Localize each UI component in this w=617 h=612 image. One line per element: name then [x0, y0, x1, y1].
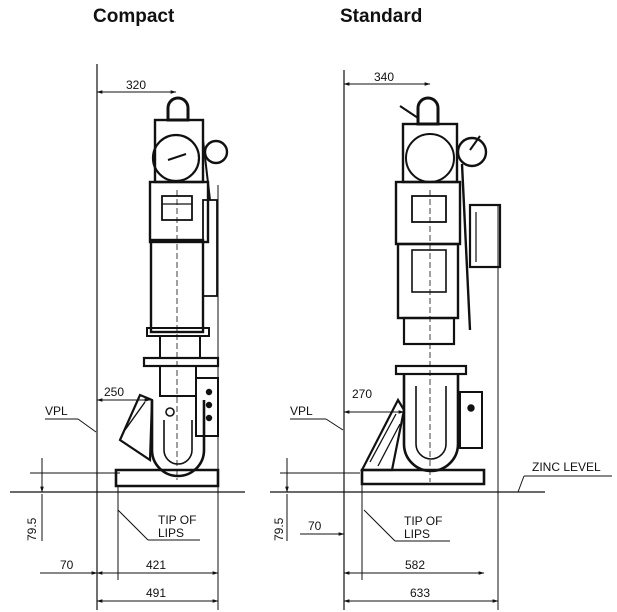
compact-drawing: [10, 64, 245, 610]
standard-dim-inner: 582: [405, 558, 425, 572]
compact-tip-label-1: TIP OF: [158, 513, 196, 527]
standard-dim-offset: 70: [308, 519, 322, 533]
standard-dim-mid: 270: [352, 387, 372, 401]
standard-dimensions: [285, 82, 612, 603]
standard-vpl-label: VPL: [290, 404, 313, 418]
compact-dim-outer: 491: [146, 586, 166, 600]
compact-dim-labels: 320 250 79.5 70 421 491 VPL TIP OF LIPS: [25, 78, 196, 600]
standard-dim-top: 340: [374, 70, 394, 84]
compact-title: Compact: [93, 6, 175, 27]
compact-dim-mid: 250: [104, 385, 124, 399]
compact-tip-label-2: LIPS: [158, 526, 184, 540]
compact-dim-height: 79.5: [25, 517, 39, 541]
standard-title: Standard: [340, 6, 423, 27]
standard-drawing: [270, 70, 545, 610]
standard-tip-label-2: LIPS: [404, 527, 430, 541]
compact-dim-inner: 421: [146, 558, 166, 572]
standard-tip-label-1: TIP OF: [404, 514, 442, 528]
compact-dim-offset: 70: [60, 558, 74, 572]
compact-dim-top: 320: [126, 78, 146, 92]
compact-vpl-label: VPL: [45, 404, 68, 418]
zinc-level-label: ZINC LEVEL: [532, 460, 601, 474]
standard-dim-labels: 340 270 79.5 70 582 633 VPL TIP OF LIPS …: [272, 70, 601, 600]
standard-dim-outer: 633: [410, 586, 430, 600]
standard-dim-height: 79.5: [272, 517, 286, 541]
compact-dimensions: [40, 90, 219, 603]
